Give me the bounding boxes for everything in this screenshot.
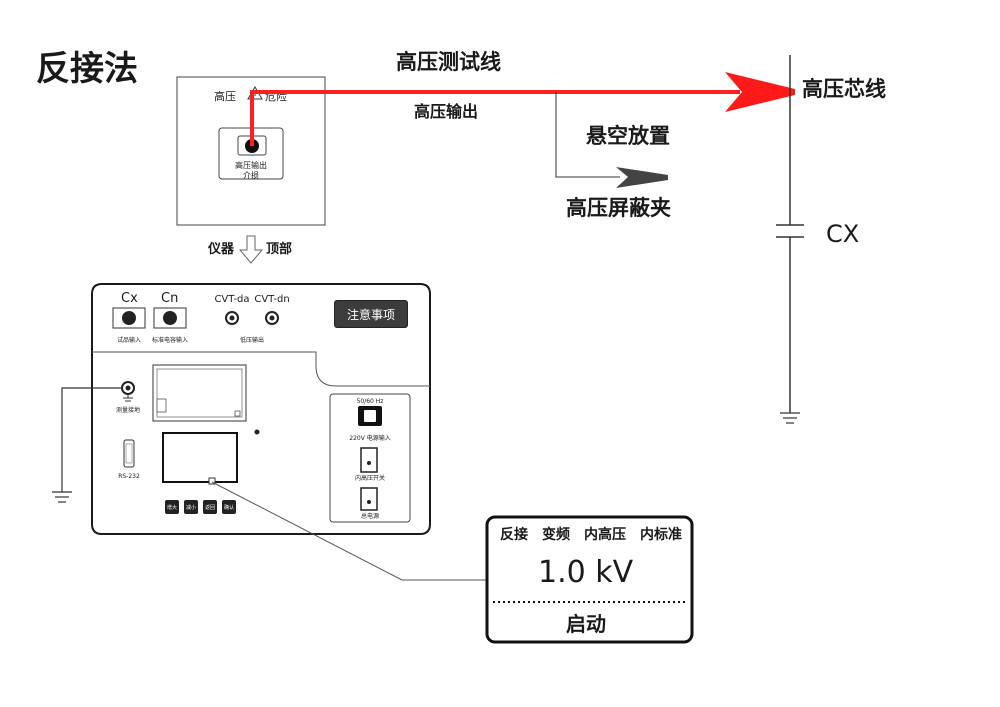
printer-slot (156, 398, 167, 413)
key-decrease[interactable]: 减小 (184, 500, 198, 514)
hv-core-wire-label: 高压芯线 (802, 77, 886, 101)
lv-output-label: 低压输出 (240, 336, 264, 344)
rs232-label: RS-232 (118, 473, 140, 480)
lcd-callout-anchor (208, 477, 216, 485)
cx-label: CX (826, 220, 860, 248)
panel-lcd (162, 432, 238, 483)
toggle-switch-icon[interactable] (360, 447, 378, 473)
ground-wire (61, 387, 122, 492)
lcd-start[interactable]: 启动 (566, 612, 606, 636)
sample-input-label: 试品输入 (117, 336, 141, 344)
toggle-switch-icon[interactable] (360, 487, 378, 511)
internal-hv-switch-label: 内高压开关 (355, 474, 385, 482)
ground-terminal-core (125, 385, 131, 391)
freq-label: 50/60 Hz (357, 398, 384, 405)
cn-connector-label: Cn (161, 291, 178, 306)
power-socket-face (364, 410, 376, 422)
ground-label: 测量接地 (116, 406, 140, 414)
indicator-dot (254, 429, 260, 435)
main-power-label: 总电源 (361, 512, 379, 520)
hv-core-clip (725, 72, 795, 112)
notice-button[interactable]: 注意事项 (334, 300, 408, 328)
down-arrow-icon (238, 235, 264, 264)
hv-test-line-label: 高压测试线 (396, 50, 501, 74)
hv-socket-label: 高压输出 (235, 160, 267, 170)
ground-symbol-icon (780, 412, 800, 424)
key-increase[interactable]: 增大 (165, 500, 179, 514)
cx-socket[interactable] (122, 311, 136, 325)
key-confirm[interactable]: 确认 (222, 500, 236, 514)
lcd-voltage: 1.0 kV (538, 555, 634, 590)
float-note-label: 悬空放置 (586, 124, 670, 148)
lcd-callout-box (485, 515, 694, 644)
hv-switch-dot (367, 461, 371, 465)
panel-ground-icon (123, 394, 133, 402)
cn-socket[interactable] (163, 311, 177, 325)
printer-button[interactable] (234, 410, 241, 417)
lcd-mode-line: 反接 变频 内高压 内标准 (500, 527, 682, 543)
panel-divider (92, 351, 430, 387)
power-input-label: 220V 电源输入 (349, 434, 390, 442)
hv-shield-clip-label: 高压屏蔽夹 (566, 196, 671, 220)
cvt-dn-jack-core (269, 315, 275, 321)
hv-socket-sublabel: 介损 (243, 170, 259, 180)
lcd-callout-line (211, 481, 488, 581)
printer-inner (156, 368, 243, 418)
arrow-right-label: 顶部 (266, 241, 292, 257)
cvt-da-jack-core (229, 315, 235, 321)
method-title: 反接法 (36, 49, 138, 89)
hv-warning-text: 高压 (214, 89, 236, 103)
cvt-dn-label: CVT-dn (254, 294, 289, 305)
arrow-left-label: 仪器 (207, 242, 235, 257)
hv-output-label: 高压输出 (414, 102, 479, 121)
key-back[interactable]: 返回 (203, 500, 217, 514)
rs232-inner (125, 443, 133, 464)
shield-clip (616, 167, 668, 188)
std-cap-input-label: 标准电容输入 (152, 336, 188, 344)
main-switch-dot (367, 500, 371, 504)
hv-test-wire (250, 90, 740, 146)
shield-branch-wire (555, 92, 620, 178)
cvt-da-label: CVT-da (214, 294, 249, 305)
cx-connector-label: Cx (121, 291, 138, 306)
ground-symbol-icon (52, 491, 72, 503)
